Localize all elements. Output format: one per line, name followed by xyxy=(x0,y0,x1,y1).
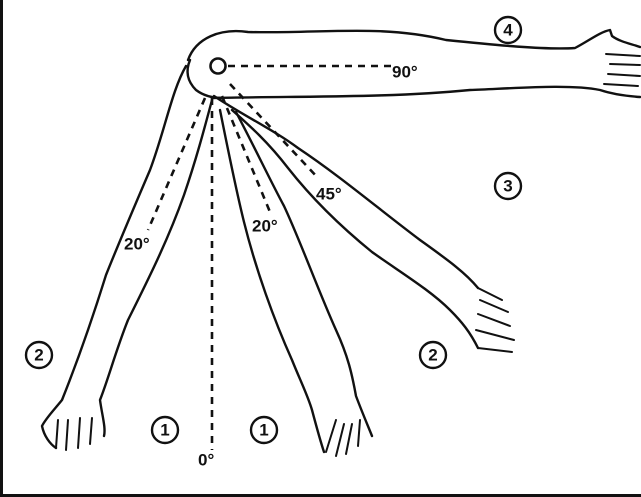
position-number: 1 xyxy=(160,421,169,440)
position-badge-2-left: 2 xyxy=(26,342,52,368)
angle-label-45: 45° xyxy=(316,185,342,204)
position-number: 2 xyxy=(428,346,437,365)
position-number: 3 xyxy=(503,177,512,196)
position-badge-1-left: 1 xyxy=(152,417,178,443)
position-badge-3: 3 xyxy=(495,173,521,199)
angle-label-90: 90° xyxy=(392,63,418,82)
position-badge-4: 4 xyxy=(495,17,521,43)
arm-right-20deg xyxy=(220,110,372,456)
angle-label-0: 0° xyxy=(198,451,214,470)
angle-label-left-20: 20° xyxy=(124,235,150,254)
angle-label-right-20: 20° xyxy=(252,217,278,236)
axis-left-20deg xyxy=(148,98,205,230)
position-number: 1 xyxy=(259,421,268,440)
position-number: 2 xyxy=(34,346,43,365)
shoulder xyxy=(188,59,226,99)
arm-left-20deg xyxy=(42,66,212,450)
position-number: 4 xyxy=(503,21,513,40)
shoulder-joint-icon xyxy=(211,59,226,74)
position-badge-2-right: 2 xyxy=(420,342,446,368)
position-badge-1-right: 1 xyxy=(251,417,277,443)
